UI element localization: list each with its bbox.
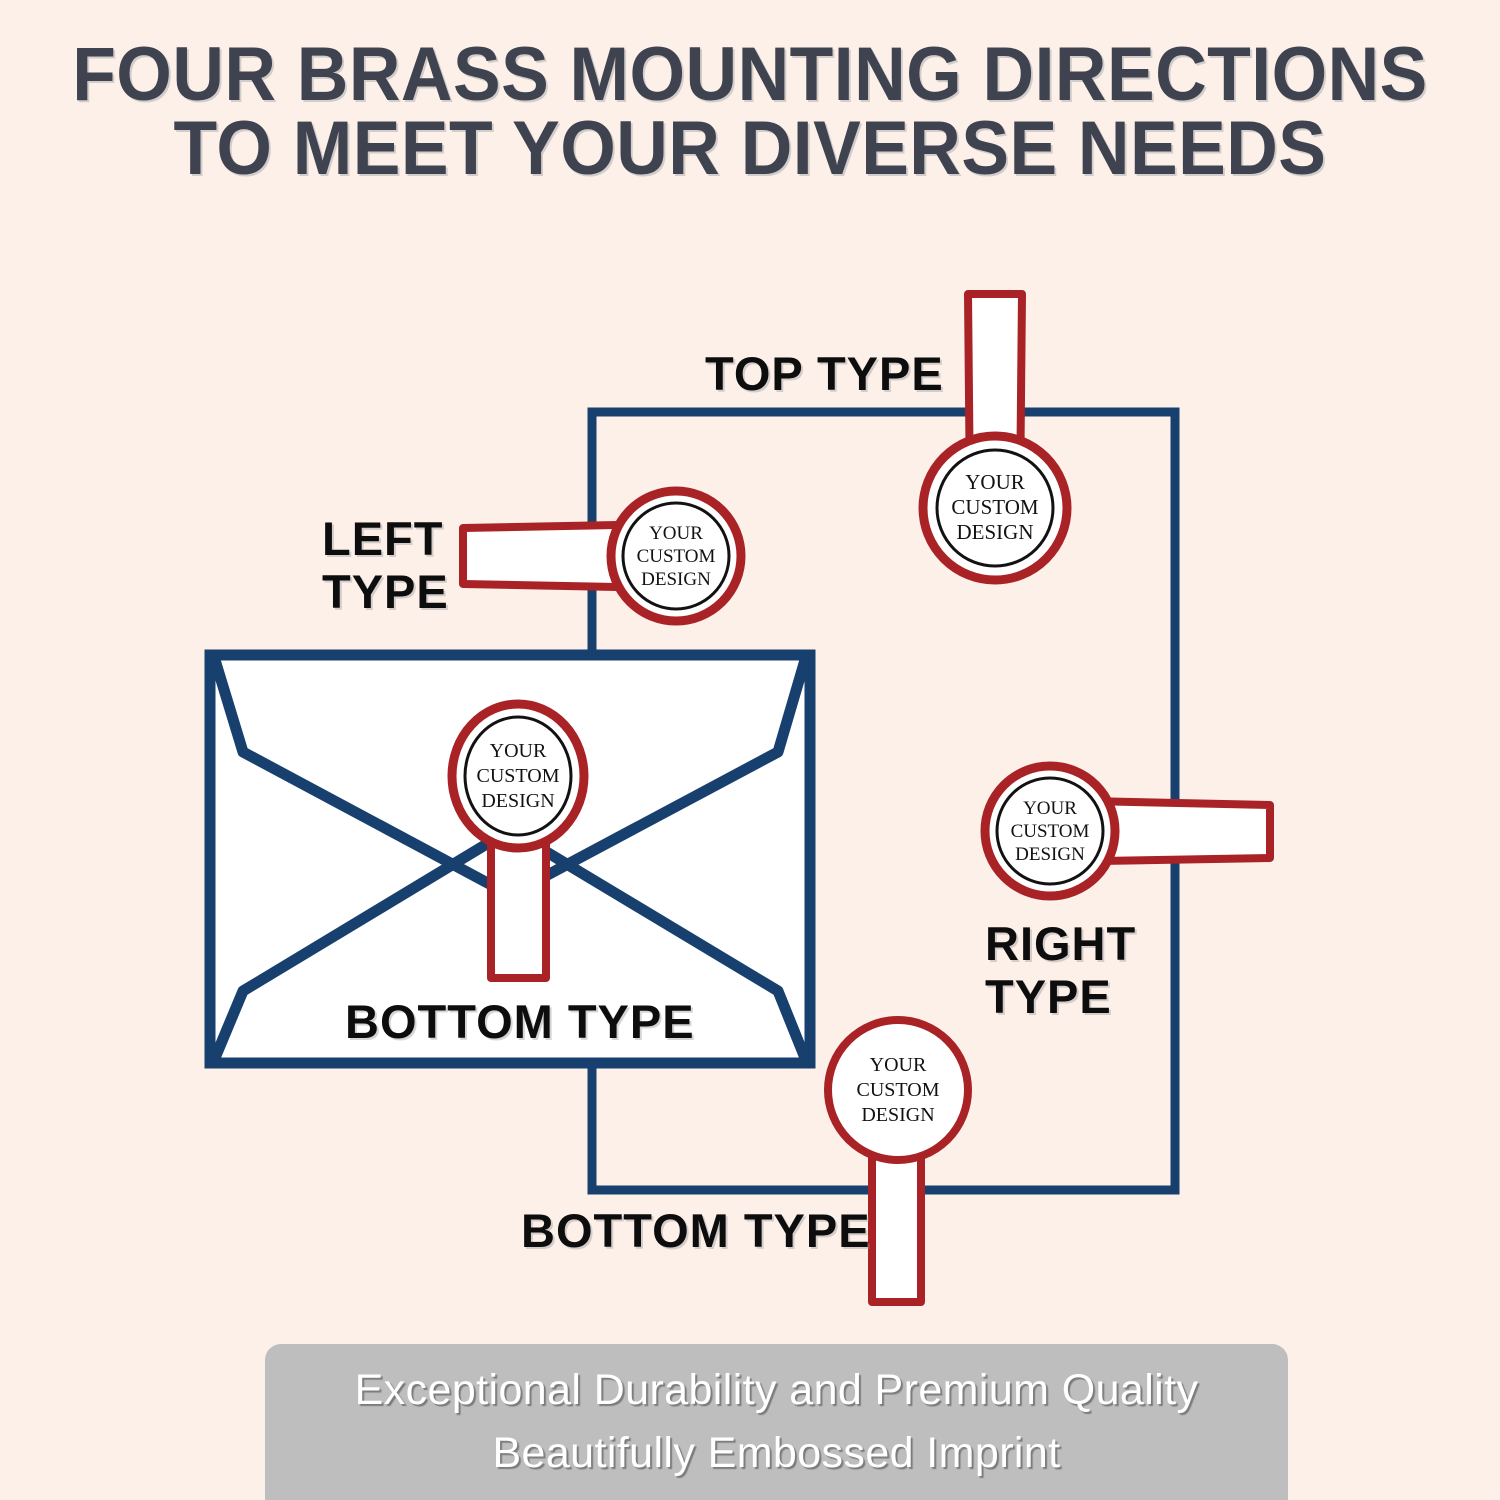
page-title: FOUR BRASS MOUNTING DIRECTIONS TO MEET Y…: [45, 32, 1455, 192]
top-type-stamp-seal-line-3: DESIGN: [957, 520, 1034, 544]
bottom-type-stamp-outer-seal-line-3: DESIGN: [861, 1104, 934, 1126]
envelope-bottom-right-fold: [507, 825, 811, 1061]
label-bottom-type-envelope: BOTTOM TYPE: [345, 995, 695, 1048]
top-type-stamp-seal-line-1: YOUR: [965, 470, 1025, 494]
bottom-type-stamp-outer-seal-line-1: YOUR: [870, 1054, 927, 1076]
page-title-line-2: TO MEET YOUR DIVERSE NEEDS: [173, 106, 1327, 192]
bottom-type-stamp-outer-seal-line-2: CUSTOM: [857, 1079, 940, 1101]
label-right-type: RIGHT TYPE: [985, 917, 1137, 1023]
left-type-stamp-seal-line-1: YOUR: [649, 523, 703, 544]
left-type-stamp-seal-line-3: DESIGN: [641, 569, 711, 590]
top-type-stamp[interactable]: YOUR CUSTOM DESIGN: [918, 290, 1072, 585]
bottom-type-stamp-outer-seal: [824, 1016, 972, 1164]
right-type-stamp-seal-line-3: DESIGN: [1015, 844, 1085, 865]
bottom-type-stamp-envelope-seal-inner: [463, 715, 573, 837]
label-top-type: TOP TYPE: [705, 347, 944, 400]
bottom-type-stamp-envelope[interactable]: YOUR CUSTOM DESIGN: [447, 699, 589, 982]
right-type-stamp-seal-line-2: CUSTOM: [1011, 821, 1090, 842]
top-type-stamp-seal-line-2: CUSTOM: [951, 495, 1038, 519]
right-type-stamp[interactable]: YOUR CUSTOM DESIGN: [980, 761, 1274, 901]
bottom-type-stamp-envelope-seal-line-3: DESIGN: [481, 790, 554, 812]
label-left-type: LEFT TYPE: [322, 512, 449, 618]
feature-banner-line-1: Exceptional Durability and Premium Quali…: [354, 1366, 1199, 1414]
bottom-type-stamp-envelope-seal-line-2: CUSTOM: [477, 765, 560, 787]
left-type-stamp-seal-inner: [621, 501, 731, 611]
bottom-type-stamp-envelope-seal-line-1: YOUR: [490, 740, 547, 762]
label-bottom-type-outer: BOTTOM TYPE: [521, 1204, 871, 1257]
bottom-type-stamp-outer[interactable]: YOUR CUSTOM DESIGN: [824, 1016, 972, 1306]
left-type-stamp[interactable]: YOUR CUSTOM DESIGN: [459, 486, 746, 626]
right-type-stamp-seal-line-1: YOUR: [1023, 798, 1077, 819]
right-type-stamp-seal-inner: [995, 776, 1105, 886]
feature-banner-line-2: Beautifully Embossed Imprint: [492, 1429, 1061, 1477]
top-type-stamp-seal-inner: [935, 448, 1055, 568]
envelope-bottom-left-fold: [209, 825, 513, 1061]
feature-banner: Exceptional Durability and Premium Quali…: [265, 1344, 1288, 1500]
page-title-line-1: FOUR BRASS MOUNTING DIRECTIONS: [72, 32, 1428, 117]
left-type-stamp-seal-line-2: CUSTOM: [637, 546, 716, 567]
